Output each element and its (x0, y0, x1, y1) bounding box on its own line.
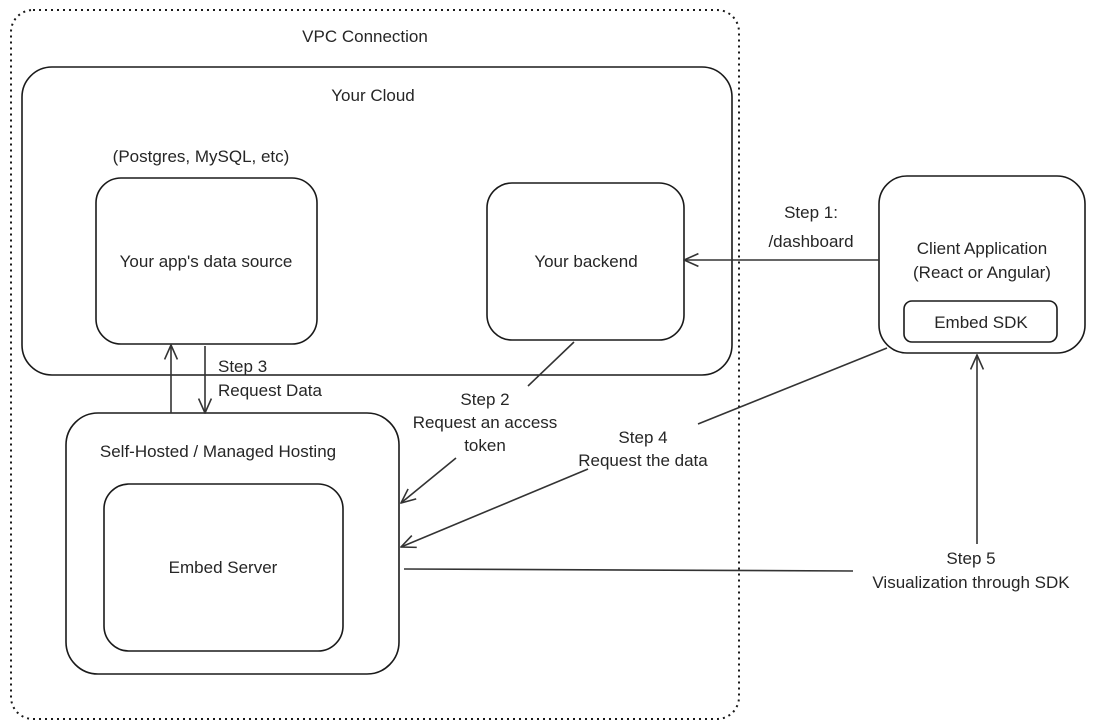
step3-label-line1: Step 3 (218, 357, 267, 376)
step4-label-line2: Request the data (578, 451, 708, 470)
vpc-connection-label: VPC Connection (302, 27, 428, 46)
step2-label-line3: token (464, 436, 506, 455)
step2-connector (527, 341, 575, 387)
db-caption: (Postgres, MySQL, etc) (113, 147, 290, 166)
embed-server-node (103, 483, 344, 652)
step2-label-line1: Step 2 (460, 390, 509, 409)
step5-label-line1: Step 5 (946, 549, 995, 568)
step2-arrow (401, 457, 457, 503)
step2-label-line2: Request an access (413, 413, 558, 432)
backend-label: Your backend (534, 252, 637, 271)
embed-sdk-node (903, 300, 1058, 343)
embed-sdk-label: Embed SDK (934, 313, 1028, 332)
data-source-node (95, 177, 318, 345)
embed-server-label: Embed Server (169, 558, 278, 577)
step4-connector (697, 347, 888, 425)
step1-label-line1: Step 1: (784, 203, 838, 222)
hosting-label: Self-Hosted / Managed Hosting (100, 442, 336, 461)
step3-label-line2: Request Data (218, 381, 322, 400)
step5-label-line2: Visualization through SDK (872, 573, 1070, 592)
step1-label-line2: /dashboard (768, 232, 853, 251)
client-application-label-line1: Client Application (917, 239, 1047, 258)
step5-connector (403, 568, 854, 572)
step4-arrow (401, 468, 589, 547)
step4-label-line1: Step 4 (618, 428, 667, 447)
your-cloud-label: Your Cloud (331, 86, 415, 105)
client-application-label-line2: (React or Angular) (913, 263, 1051, 282)
vpc-connection-boundary (10, 9, 740, 720)
data-source-label: Your app's data source (120, 252, 293, 271)
